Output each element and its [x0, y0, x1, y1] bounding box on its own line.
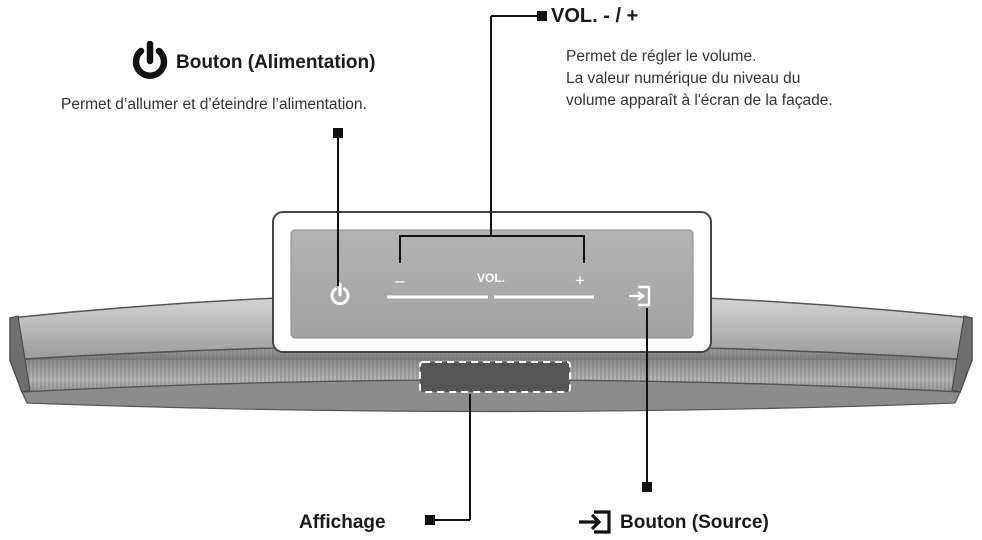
power-button-description: Permet d’allumer et d’éteindre l’aliment…: [61, 96, 367, 113]
display-title: Affichage: [299, 512, 386, 533]
panel-volume-plus: +: [575, 271, 585, 290]
volume-title: VOL. - / +: [551, 5, 639, 27]
power-icon: [131, 40, 169, 86]
soundbar-body: [8, 292, 974, 413]
panel-source-icon[interactable]: [629, 285, 651, 307]
callout-markers: [333, 11, 652, 525]
panel-volume-label: VOL.: [477, 271, 505, 285]
volume-description: Permet de régler le volume. La valeur nu…: [566, 46, 833, 112]
power-button-title: Bouton (Alimentation): [176, 52, 376, 73]
callout-lines: [337, 15, 648, 521]
source-button-title: Bouton (Source): [620, 512, 769, 533]
volume-description-line: Permet de régler le volume.: [566, 48, 757, 65]
display-window: [419, 361, 571, 393]
panel-power-icon[interactable]: [330, 282, 350, 306]
source-icon: [577, 509, 617, 540]
panel-volume-minus: –: [395, 271, 405, 290]
volume-description-line: La valeur numérique du niveau du: [566, 70, 801, 87]
volume-description-line: volume apparaît à l'écran de la façade.: [566, 92, 833, 109]
